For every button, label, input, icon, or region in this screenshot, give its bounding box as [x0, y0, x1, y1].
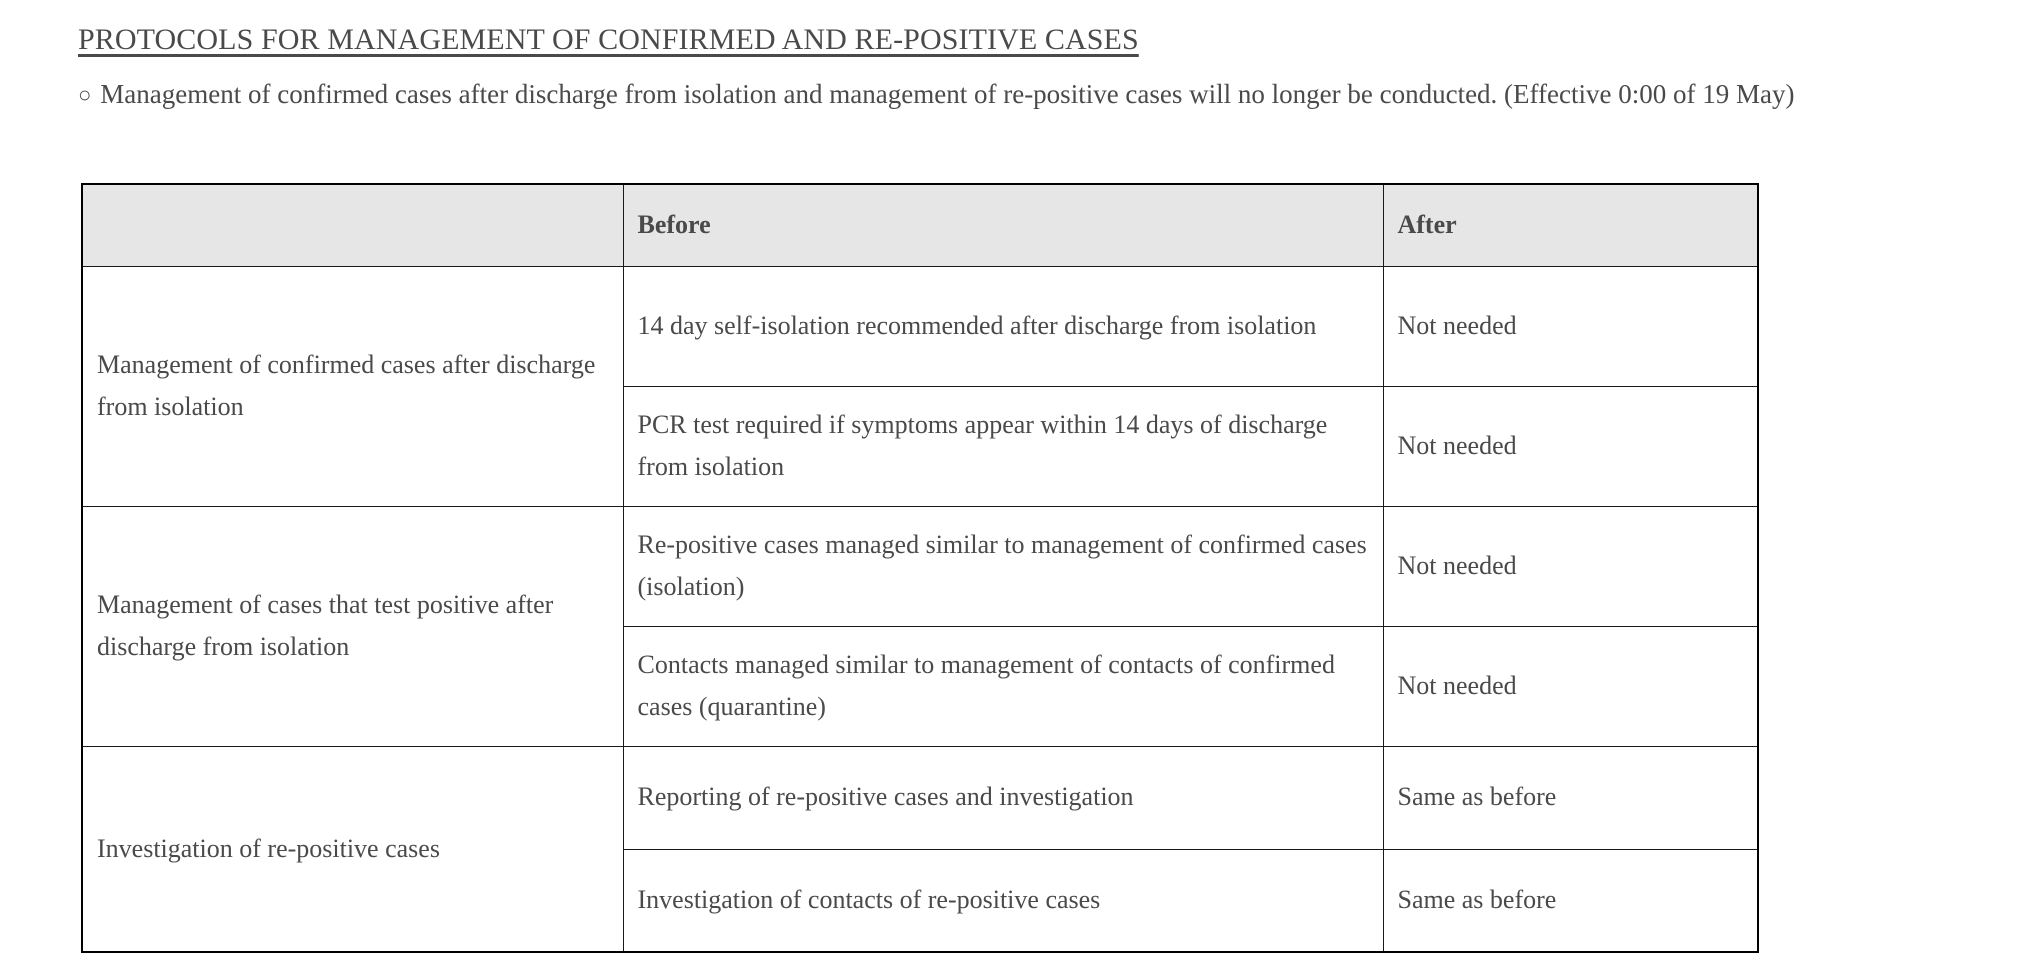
protocol-comparison-table: Before After Management of confirmed cas…	[81, 183, 1759, 953]
column-header-before: Before	[622, 183, 1384, 267]
hollow-circle-bullet-icon: ○	[78, 82, 92, 107]
after-cell: Same as before	[1382, 745, 1759, 850]
before-cell: Re-positive cases managed similar to man…	[622, 505, 1384, 627]
table-row: Investigation of re-positive cases Repor…	[81, 745, 1759, 953]
table-row: Investigation of contacts of re-positive…	[82, 848, 1759, 953]
table-row: Management of confirmed cases after disc…	[81, 265, 1759, 507]
before-cell: 14 day self-isolation recommended after …	[622, 265, 1384, 387]
after-cell: Not needed	[1382, 505, 1759, 627]
before-cell: Investigation of contacts of re-positive…	[622, 848, 1384, 953]
table-header-row: Before After	[81, 183, 1759, 267]
table-row: Contacts managed similar to management o…	[82, 625, 1759, 747]
after-cell: Not needed	[1382, 385, 1759, 507]
after-cell: Not needed	[1382, 625, 1759, 747]
column-header-category	[81, 183, 624, 267]
before-cell: Contacts managed similar to management o…	[622, 625, 1384, 747]
after-cell: Not needed	[1382, 265, 1759, 387]
notice-text: Management of confirmed cases after disc…	[100, 79, 1795, 109]
before-cell: PCR test required if symptoms appear wit…	[622, 385, 1384, 507]
category-label-cell: Management of cases that test positive a…	[81, 505, 624, 747]
column-header-after: After	[1382, 183, 1759, 267]
category-label-cell: Investigation of re-positive cases	[81, 745, 624, 953]
notice-line: ○ Management of confirmed cases after di…	[78, 78, 1794, 112]
table-row: Management of cases that test positive a…	[81, 505, 1759, 747]
after-cell: Same as before	[1382, 848, 1759, 953]
before-cell: Reporting of re-positive cases and inves…	[622, 745, 1384, 850]
category-label-cell: Management of confirmed cases after disc…	[81, 265, 624, 507]
page-title: PROTOCOLS FOR MANAGEMENT OF CONFIRMED AN…	[78, 23, 1139, 56]
